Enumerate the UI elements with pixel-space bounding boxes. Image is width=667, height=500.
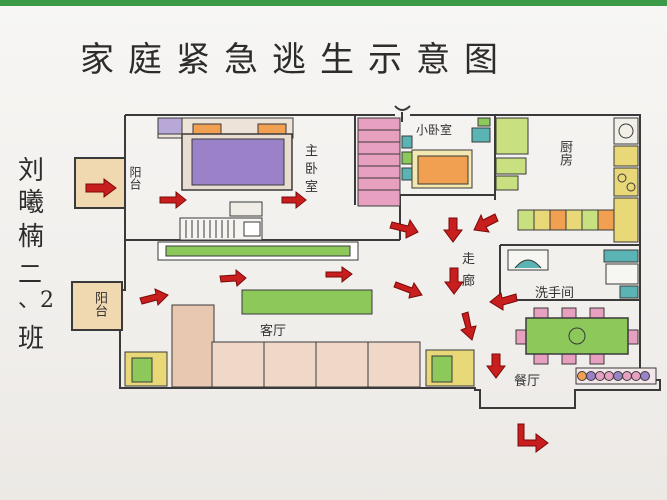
stove-burner-1 (617, 173, 627, 183)
arrow-kitchen-out (473, 213, 499, 233)
arrow-bathroom-out (489, 292, 518, 311)
arrow-dining-down (486, 353, 506, 379)
kitchen-cabinet-top (495, 117, 529, 155)
bedroom-shelf (243, 221, 261, 237)
author-class-num: 、2 (18, 282, 54, 314)
living-shelf-inner (165, 245, 351, 257)
corridor-label-1: 走 (462, 252, 476, 267)
bed-quilt (191, 138, 285, 186)
arrow-living-1 (219, 268, 247, 287)
living-room-label: 客厅 (260, 324, 287, 339)
diagram-title: 家庭紧急逃生示意图 (80, 40, 512, 80)
arrow-living-2 (325, 266, 353, 284)
bathroom-label: 洗手间 (535, 286, 575, 301)
sofa-seats (211, 341, 421, 388)
arrow-master-left (159, 190, 187, 210)
coffee-table (241, 289, 373, 315)
arrow-small-bed-down (389, 218, 419, 239)
bedside-left (157, 117, 183, 135)
fridge (613, 117, 639, 145)
author-surname: 刘 (18, 156, 45, 186)
arrow-corridor-top (443, 217, 463, 243)
master-bedroom-label-3: 室 (305, 180, 319, 195)
armchair-left-inner (131, 357, 153, 383)
kitchen-label: 厨房 (557, 140, 572, 166)
door-symbol (394, 105, 411, 122)
author-given-2: 楠 (18, 222, 45, 252)
kitchen-cabinet-mid (495, 157, 527, 175)
staircase (357, 117, 401, 207)
small-bedside-1 (401, 135, 413, 149)
bedroom-desk (229, 201, 263, 217)
corridor-label-2: 廊 (462, 274, 476, 289)
washbasin (605, 263, 639, 285)
balcony-top-wall (74, 157, 126, 209)
kitchen-cabinet-low (495, 175, 519, 191)
stair-steps (358, 129, 400, 191)
armchair-right-inner (431, 355, 453, 383)
bathtub-curve (514, 259, 542, 269)
closet-stripes (185, 220, 235, 238)
small-desk (471, 127, 491, 143)
dining-cabinet (575, 367, 657, 385)
arrow-exit (517, 423, 549, 453)
dining-room-label: 餐厅 (514, 374, 541, 389)
author-grade-text: 二 (18, 260, 42, 288)
small-bedside-3 (401, 167, 413, 181)
arrow-balcony-top (85, 178, 117, 198)
sink (613, 145, 639, 167)
balcony-bottom-wall (71, 281, 123, 331)
arrow-corridor-low (460, 311, 477, 341)
stove (613, 167, 639, 197)
small-bed-quilt (417, 155, 469, 185)
master-bedroom-label-1: 主 (305, 144, 319, 159)
balcony-top-fill (76, 159, 124, 207)
author-given-1: 曦 (18, 188, 45, 218)
author-class: 班 (18, 324, 45, 354)
escape-arrows (85, 178, 549, 453)
kitchen-counter (517, 209, 615, 231)
small-bedside-2 (401, 151, 413, 165)
small-chair (477, 117, 491, 127)
master-bedroom-label-2: 卧 (305, 162, 319, 177)
stove-burner-2 (626, 182, 636, 192)
dining-table-plate (568, 327, 586, 345)
author-grade: 二 (18, 254, 42, 289)
balcony-top-label: 阳台 (128, 166, 142, 190)
top-green-strip (0, 0, 667, 6)
kitchen-right-cabinet (613, 197, 639, 243)
fridge-circle (618, 123, 634, 139)
sofa-armrest (171, 304, 215, 388)
author-dot: 、 (18, 288, 41, 313)
arrow-corridor-mid (444, 267, 464, 295)
bedroom-closet (179, 217, 263, 241)
arrow-living-3 (393, 281, 423, 299)
small-bedroom-label: 小卧室 (416, 123, 453, 137)
toilet (603, 249, 639, 263)
arrow-master-right (281, 190, 307, 210)
wash-cabinet (619, 285, 639, 299)
dining-chairs (515, 307, 639, 365)
balcony-bottom-fill (73, 283, 121, 329)
balcony-bottom-label: 阳台 (92, 291, 107, 317)
dining-table (525, 317, 629, 355)
arrow-balcony-bottom (139, 288, 169, 307)
author-class-number: 2 (40, 288, 55, 313)
